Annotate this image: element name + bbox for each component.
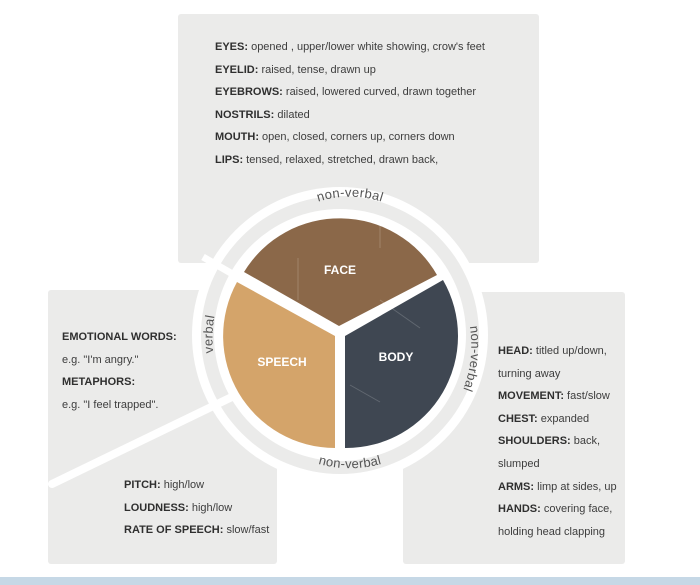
list-item: EYELID: raised, tense, drawn up bbox=[215, 63, 376, 76]
list-item: LOUDNESS: high/low bbox=[124, 501, 233, 514]
ring-divider-top-left bbox=[201, 253, 238, 280]
list-item: METAPHORS: bbox=[62, 376, 136, 389]
list-item: NOSTRILS: dilated bbox=[215, 108, 310, 121]
ring-divider-pointer bbox=[48, 391, 240, 488]
list-item: MOUTH: open, closed, corners up, corners… bbox=[215, 131, 455, 144]
face-segment-label: FACE bbox=[324, 263, 356, 277]
face-cues-list: EYES: opened , upper/lower white showing… bbox=[215, 36, 485, 172]
list-item: EYEBROWS: raised, lowered curved, drawn … bbox=[215, 86, 477, 99]
list-item: e.g. "I'm angry." bbox=[62, 353, 139, 366]
list-item: e.g. "I feel trapped". bbox=[62, 398, 159, 411]
speech-cues-list: PITCH: high/low LOUDNESS: high/low RATE … bbox=[124, 474, 269, 542]
segment-subtle-lines bbox=[297, 225, 421, 403]
list-item: RATE OF SPEECH: slow/fast bbox=[124, 524, 270, 537]
list-item: MOVEMENT: fast/slow bbox=[498, 390, 610, 403]
list-item: PITCH: high/low bbox=[124, 479, 205, 491]
list-item: turning away bbox=[498, 367, 561, 380]
list-item: holding head clapping bbox=[498, 525, 606, 538]
ring-label-bottom: non-verbal bbox=[317, 452, 382, 471]
body-segment-label: BODY bbox=[379, 350, 414, 364]
body-cues-list: HEAD: titled up/down, turning away MOVEM… bbox=[498, 340, 617, 543]
list-item: HEAD: titled up/down, bbox=[498, 345, 607, 357]
verbal-cues-list: EMOTIONAL WORDS: e.g. "I'm angry." METAP… bbox=[62, 326, 177, 416]
speech-segment-label: SPEECH bbox=[257, 355, 306, 369]
ring-label-top: non-verbal bbox=[315, 185, 385, 205]
list-item: ARMS: limp at sides, up bbox=[498, 480, 617, 493]
list-item: HANDS: covering face, bbox=[498, 503, 613, 516]
body-segment bbox=[345, 280, 459, 449]
list-item: CHEST: expanded bbox=[498, 412, 590, 425]
list-item: EMOTIONAL WORDS: bbox=[62, 331, 177, 343]
list-item: SHOULDERS: back, bbox=[498, 435, 601, 448]
bottom-divider-bar bbox=[0, 577, 700, 585]
list-item: LIPS: tensed, relaxed, stretched, drawn … bbox=[215, 153, 439, 166]
list-item: slumped bbox=[498, 457, 540, 470]
speech-segment bbox=[223, 282, 335, 448]
face-segment bbox=[244, 218, 437, 326]
list-item: EYES: opened , upper/lower white showing… bbox=[215, 41, 485, 53]
